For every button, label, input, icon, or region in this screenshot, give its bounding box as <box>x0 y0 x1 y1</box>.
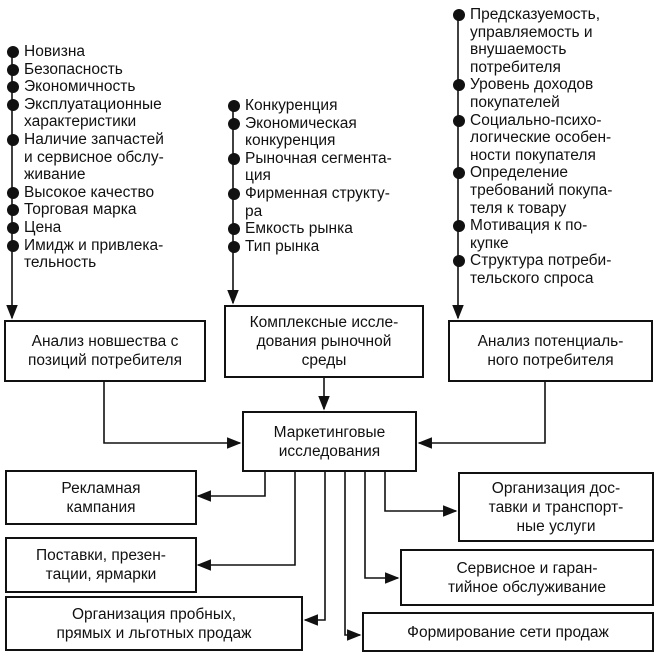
list-item: Наличие запчастей и сервисное обслу- жив… <box>6 131 206 184</box>
list-item: Имидж и привлека- тельность <box>6 237 206 272</box>
trial-sales-box: Организация пробных, прямых и льготных п… <box>5 596 303 651</box>
list-item: Торговая марка <box>6 201 206 219</box>
list-item: Мотивация к по- купке <box>452 217 657 252</box>
list-item: Тип рынка <box>227 238 427 256</box>
delivery-box: Организация дос- тавки и транспорт- ные … <box>458 472 654 542</box>
consumer-analysis-box: Анализ потенциаль- ного потребителя <box>448 320 653 382</box>
consumer-to-marketing <box>417 382 546 449</box>
service-box: Сервисное и гаран- тийное обслуживание <box>400 549 654 606</box>
list-item: Определение требований покупа- теля к то… <box>452 164 657 217</box>
arrow-sales-network <box>344 472 362 641</box>
advertising-box: Рекламная кампания <box>5 470 197 525</box>
arrow-service <box>364 472 400 584</box>
arrow-delivery <box>384 472 458 517</box>
arrow-advertising <box>196 472 266 502</box>
product-to-marketing <box>103 382 242 449</box>
supplies-box: Поставки, презен- тации, ярмарки <box>5 537 197 593</box>
list-item: Безопасность <box>6 61 206 79</box>
list-item: Емкость рынка <box>227 220 427 238</box>
list-item: Конкуренция <box>227 97 427 115</box>
list-item: Структура потреби- тельского спроса <box>452 252 657 287</box>
list-item: Экономическая конкуренция <box>227 115 427 150</box>
product-analysis-box: Анализ новшества с позиций потребителя <box>4 320 206 382</box>
list-item: Экономичность <box>6 78 206 96</box>
list-item: Социально-психо- логические особен- ност… <box>452 112 657 165</box>
sales-network-box: Формирование сети продаж <box>362 612 654 652</box>
list-item: Фирменная структу- ра <box>227 185 427 220</box>
consumer-factors-list: Предсказуемость, управляемость и внушаем… <box>452 6 657 288</box>
list-item: Высокое качество <box>6 184 206 202</box>
list-item: Рыночная сегмента- ция <box>227 150 427 185</box>
marketing-research-box: Маркетинговые исследования <box>242 411 417 472</box>
list-item: Предсказуемость, управляемость и внушаем… <box>452 6 657 76</box>
list-item: Эксплуатационные характеристики <box>6 96 206 131</box>
list-item: Уровень доходов покупателей <box>452 76 657 111</box>
market-research-box: Комплексные иссле- дования рыночной сред… <box>224 305 424 378</box>
arrow-trial-sales <box>303 472 326 626</box>
market-factors-list: Конкуренция Экономическая конкуренция Ры… <box>227 97 427 255</box>
arrow-supplies <box>196 472 296 571</box>
list-item: Новизна <box>6 43 206 61</box>
product-factors-list: Новизна Безопасность Экономичность Экспл… <box>6 43 206 272</box>
list-item: Цена <box>6 219 206 237</box>
